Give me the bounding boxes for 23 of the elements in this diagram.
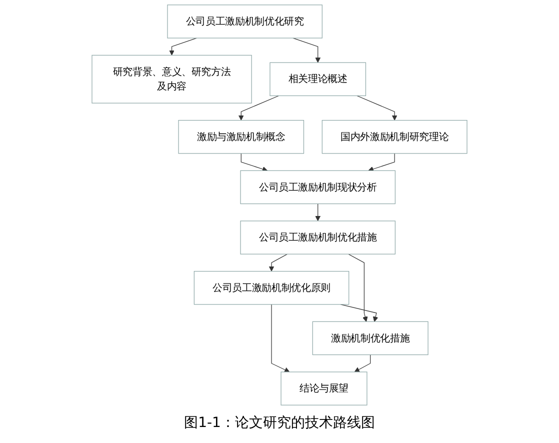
arrow: [356, 95, 398, 121]
arrow: [348, 254, 368, 322]
arrow: [354, 354, 371, 372]
node-box: 公司员工激励机制现状分析: [240, 170, 396, 204]
node-box: 相关理论概述: [270, 62, 366, 96]
node-box: 研究背景、意义、研究方法及内容: [92, 54, 252, 104]
arrow: [315, 203, 321, 222]
node-box: 结论与展望: [280, 372, 368, 406]
node-box: 国内外激励机制研究理论: [322, 120, 468, 154]
arrow: [268, 254, 288, 272]
node-box: 激励机制优化措施: [312, 321, 428, 356]
arrow: [292, 38, 321, 63]
arrow: [169, 38, 198, 56]
caption: 图1-1：论文研究的技术路线图: [184, 414, 375, 432]
node-box: 公司员工激励机制优化措施: [240, 220, 396, 254]
node-box: 激励与激励机制概念: [178, 120, 304, 154]
arrow: [238, 95, 280, 121]
node-box: 公司员工激励机制优化原则: [194, 270, 350, 305]
arrow: [240, 153, 268, 172]
arrow: [340, 304, 378, 322]
node-box: 公司员工激励机制优化研究: [167, 4, 322, 38]
arrow: [271, 304, 290, 372]
arrow: [368, 153, 395, 172]
